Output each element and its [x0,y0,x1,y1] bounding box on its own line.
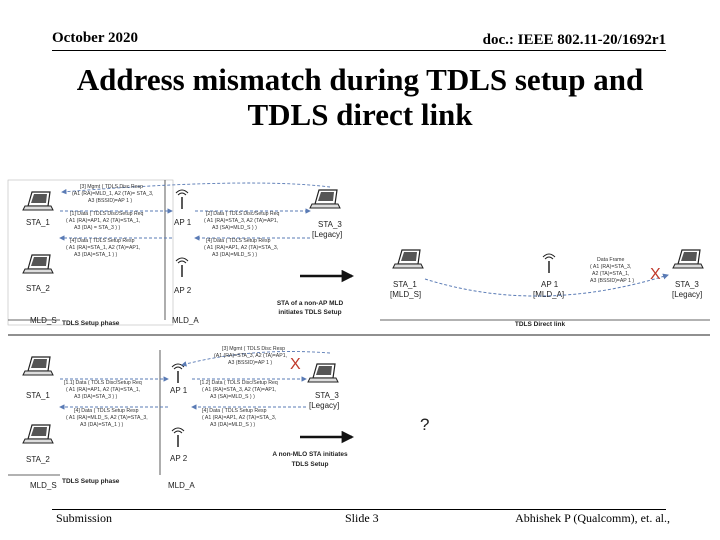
right-sta1-mld: [MLD_S] [390,290,421,299]
right-ap1-antenna-icon [542,253,556,274]
top-mld-a-label: MLD_A [172,316,199,325]
top-msg4b: ( A1 (RA)=STA_1, A2 (TA)=AP1, [66,245,140,251]
top-msg2: [1] Data ( TDLS Disc/Setup Req [70,211,144,217]
top-caption-1: STA of a non-AP MLD [277,300,344,307]
bottom-msg4c: A3 (DA)=STA_1 ) ) [80,422,124,428]
bottom-msg3c: A3 (SA)=MLD_S ) ) [210,394,255,400]
header-rule [52,50,666,51]
top-sta3-label: STA_3 [318,220,342,229]
right-frame-1: Data Frame [597,257,625,263]
top-ap2-antenna-icon [175,257,189,278]
bottom-sta1-label: STA_1 [26,391,50,400]
bottom-msg3b: ( A1 (RA)=STA_3, A2 (TA)=AP1, [202,387,276,393]
bottom-ap1-antenna-icon [171,363,185,384]
top-ap2-label: AP 2 [174,286,192,295]
right-sta1-laptop-icon [392,249,424,269]
footer-slide-number: Slide 3 [345,511,379,525]
top-msg2b: ( A1 (RA)=AP1, A2 (TA)=STA_1, [66,218,140,224]
right-sta1-label: STA_1 [393,280,417,289]
header-doc-id: doc.: IEEE 802.11-20/1692r1 [482,32,666,48]
bottom-ap2-antenna-icon [171,427,185,448]
bottom-msg2c: A3 (DA)=STA_3 ) ) [74,394,118,400]
top-mld-s-label: MLD_S [30,316,57,325]
top-sta2-laptop-icon [22,254,54,274]
bottom-msg2b: ( A1 (RA)=AP1, A2 (TA)=STA_1, [66,387,140,393]
right-frame-4: A3 (BSSID)=AP 1 ) [590,278,634,284]
bottom-msg1c: A3 (BSSID)=AP 1 ) [228,360,272,366]
top-ap1-antenna-icon [175,189,189,210]
title-line-2: TDLS direct link [247,97,473,132]
bottom-sta1-laptop-icon [22,356,54,376]
bottom-msg2: [1.1] Data ( TDLS Disc/Setup Req [64,380,142,386]
bottom-caption-1: A non-MLO STA initiates [272,451,348,458]
top-sta1-laptop-icon [22,191,54,211]
slide-title: Address mismatch during TDLS setup and T… [0,62,720,132]
bottom-sta2-label: STA_2 [26,455,50,464]
right-ap1-mld: [MLD_A] [533,290,564,299]
right-ap1-label: AP 1 [541,280,559,289]
right-frame-3: A2 (TA)=STA_1, [592,271,629,277]
footer-submission: Submission [56,511,113,525]
bottom-msg4b: ( A1 (RA)=MLD_S, A2 (TA)=STA_3, [66,415,148,421]
footer-author: Abhishek P (Qualcomm), et. al., [515,511,670,525]
header-date: October 2020 [52,30,138,46]
bottom-msg4: [4] Data ( TDLS Setup Resp [74,408,139,414]
bottom-question-mark: ? [420,415,429,434]
bottom-sta3-legacy: [Legacy] [309,401,339,410]
bottom-caption-2: TDLS Setup [292,461,329,468]
top-msg1c: A3 (BSSID)=AP 1 ) [88,198,132,204]
bottom-mld-s-label: MLD_S [30,481,57,490]
top-msg3b: ( A1 (RA)=STA_3, A2 (TA)=AP1, [204,218,278,224]
top-mld-box [7,179,174,326]
right-sta3-legacy: [Legacy] [672,290,702,299]
top-msg4: [4] Data ( TDLS Setup Resp [70,238,135,244]
top-panel: STA_1 STA_2 MLD_S AP 1 AP 2 MLD_A STA_3 … [7,179,710,328]
top-sta1-label: STA_1 [26,218,50,227]
footer-rule [52,509,666,510]
bottom-msg5c: A3 (DA)=MLD_S ) ) [210,422,255,428]
bottom-msg5b: ( A1 (RA)=AP1, A2 (TA)=STA_3, [202,415,276,421]
top-msg1b: (A1 (RA)=MLD_1, A2 (TA)= STA_3, [72,191,153,197]
top-msg3c: A3 (SA)=MLD_S ) ) [212,225,257,231]
title-line-1: Address mismatch during TDLS setup and [76,62,644,97]
top-sta3-laptop-icon [309,189,341,209]
top-msg1: [3] Mgmt ( TDLS Disc Resp [80,184,143,190]
bottom-sta2-laptop-icon [22,424,54,444]
top-phase-label: TDLS Setup phase [62,320,120,327]
top-msg3: [2] Data ( TDLS Disc/Setup Req [206,211,280,217]
bottom-msg3: [1.2] Data ( TDLS Disc/Setup Req [200,380,278,386]
top-arrow-msg3 [61,182,331,195]
bottom-msg5: [4] Data ( TDLS Setup Resp [202,408,267,414]
top-msg5: [4] Data ( TDLS Setup Resp [206,238,271,244]
right-frame-2: ( A1 (RA)=STA_3, [590,264,631,270]
bottom-mld-a-label: MLD_A [168,481,195,490]
bottom-msg1: [3] Mgmt ( TDLS Disc Resp [222,346,285,352]
bottom-ap2-label: AP 2 [170,454,188,463]
bottom-x-mark: X [290,356,301,373]
right-sta3-laptop-icon [672,249,704,269]
bottom-sta3-laptop-icon [307,363,339,383]
top-msg5b: ( A1 (RA)=AP1, A2 (TA)=STA_3, [204,245,278,251]
top-msg5c: A3 (DA)=MLD_S ) ) [212,252,257,258]
top-sta2-label: STA_2 [26,284,50,293]
right-x-mark: X [650,266,661,283]
top-ap1-label: AP 1 [174,218,192,227]
top-sta3-legacy: [Legacy] [312,230,342,239]
right-sta3-label: STA_3 [675,280,699,289]
bottom-panel: STA_1 STA_2 MLD_S AP 1 AP 2 MLD_A STA_3 … [8,346,429,490]
bottom-arrow-msg3 [181,351,331,367]
bottom-msg1b: (A1 (RA)=STA_3, A2 (TA)=AP1, [214,353,287,359]
bottom-phase-label: TDLS Setup phase [62,478,120,485]
top-caption-2: initiates TDLS Setup [278,309,341,316]
top-msg4c: A3 (DA)=STA_1 ) ) [74,252,118,258]
right-direct-label: TDLS Direct link [515,321,566,328]
top-msg2c: A3 (DA) = STA_3 ) ) [74,225,120,231]
tdls-diagram: STA_1 STA_2 MLD_S AP 1 AP 2 MLD_A STA_3 … [7,179,710,490]
bottom-sta3-label: STA_3 [315,391,339,400]
bottom-ap1-label: AP 1 [170,386,188,395]
